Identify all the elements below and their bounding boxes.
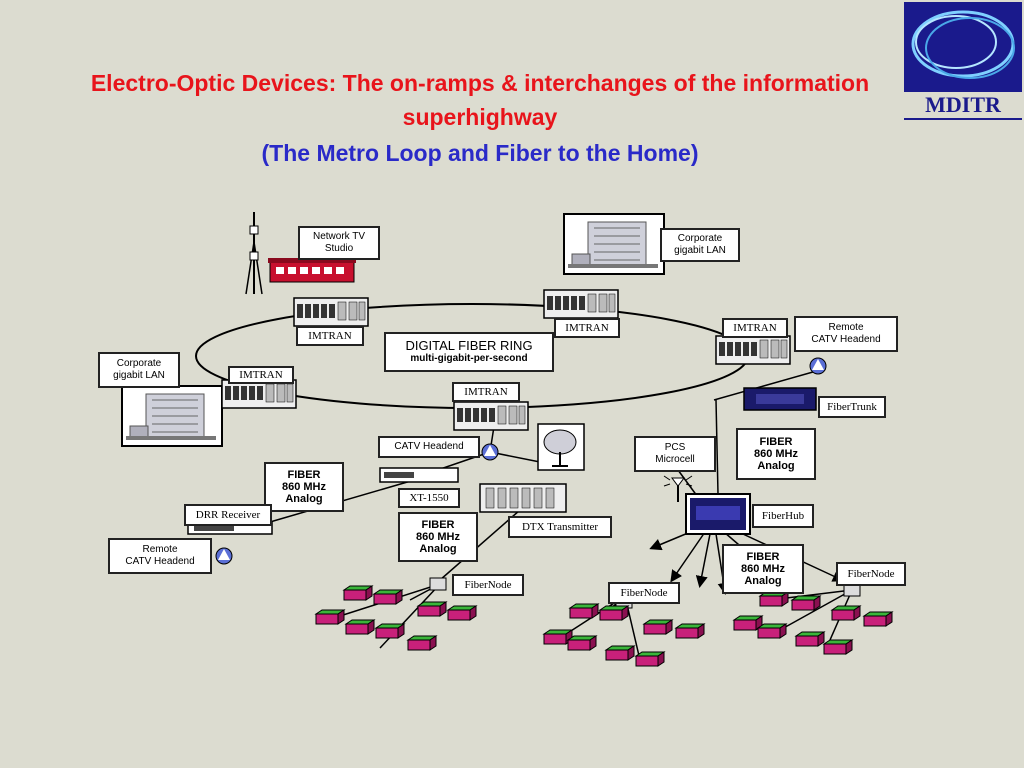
imtran-4-label: IMTRAN — [228, 366, 294, 384]
network-tv-studio-label: Network TV Studio — [298, 226, 380, 260]
dtx-transmitter-label: DTX Transmitter — [508, 516, 612, 538]
corporate-lan-top-label: Corporate gigabit LAN — [660, 228, 740, 262]
catv-headend-label: CATV Headend — [378, 436, 480, 458]
corporate-building-left-icon — [121, 385, 223, 447]
dtx-transmitter-rack-icon — [479, 483, 567, 513]
satellite-dish-icon — [537, 423, 585, 471]
radio-tower-icon — [245, 212, 263, 295]
tv-studio-building-icon — [268, 258, 356, 283]
fiberhub-device-icon — [685, 493, 751, 535]
fibernode-left-icon — [429, 577, 447, 591]
mditr-logo: MDITR — [904, 2, 1022, 120]
fiber-analog-right-top-label: FIBER 860 MHz Analog — [736, 428, 816, 480]
corporate-building-top-icon — [563, 213, 665, 275]
home-cluster-right — [733, 591, 893, 655]
fiber-analog-right-bottom-label: FIBER 860 MHz Analog — [722, 544, 804, 594]
catv-dish-center-icon — [481, 443, 499, 461]
ring-title: DIGITAL FIBER RING — [405, 338, 533, 353]
fibertrunk-label: FiberTrunk — [818, 396, 886, 418]
corporate-lan-left-label: Corporate gigabit LAN — [98, 352, 180, 388]
catv-dish-right-icon — [809, 357, 827, 375]
imtran-rack-4-icon — [221, 379, 297, 409]
xt1550-label: XT-1550 — [398, 488, 460, 508]
home-cluster-center — [543, 603, 705, 667]
fibertrunk-device-icon — [743, 387, 817, 411]
imtran-rack-2-icon — [543, 289, 619, 319]
pcs-microcell-label: PCS Microcell — [634, 436, 716, 472]
imtran-rack-3-icon — [715, 335, 791, 365]
logo-rings-icon — [911, 10, 1015, 79]
imtran-2-label: IMTRAN — [554, 318, 620, 338]
drr-receiver-label: DRR Receiver — [184, 504, 272, 526]
imtran-1-label: IMTRAN — [296, 326, 364, 346]
fibernode-right-label: FiberNode — [836, 562, 906, 586]
imtran-5-label: IMTRAN — [452, 382, 520, 402]
xt1550-device-icon — [379, 467, 459, 483]
fiberhub-label: FiberHub — [752, 504, 814, 528]
remote-catv-left-label: Remote CATV Headend — [108, 538, 212, 574]
slide-subtitle: (The Metro Loop and Fiber to the Home) — [261, 140, 699, 166]
fiber-analog-left-label: FIBER 860 MHz Analog — [264, 462, 344, 512]
logo-text: MDITR — [904, 92, 1022, 118]
ring-subtitle: multi-gigabit-per-second — [410, 353, 528, 364]
fibernode-center-label: FiberNode — [608, 582, 680, 604]
imtran-rack-5-icon — [453, 401, 529, 431]
fiber-analog-center-label: FIBER 860 MHz Analog — [398, 512, 478, 562]
remote-catv-right-label: Remote CATV Headend — [794, 316, 898, 352]
slide-title: Electro-Optic Devices: The on-ramps & in… — [90, 70, 870, 130]
digital-fiber-ring-label: DIGITAL FIBER RING multi-gigabit-per-sec… — [384, 332, 554, 372]
imtran-3-label: IMTRAN — [722, 318, 788, 338]
fibernode-left-label: FiberNode — [452, 574, 524, 596]
pcs-antenna-icon — [663, 475, 693, 502]
catv-dish-left-icon — [215, 547, 233, 565]
imtran-rack-1-icon — [293, 297, 369, 327]
